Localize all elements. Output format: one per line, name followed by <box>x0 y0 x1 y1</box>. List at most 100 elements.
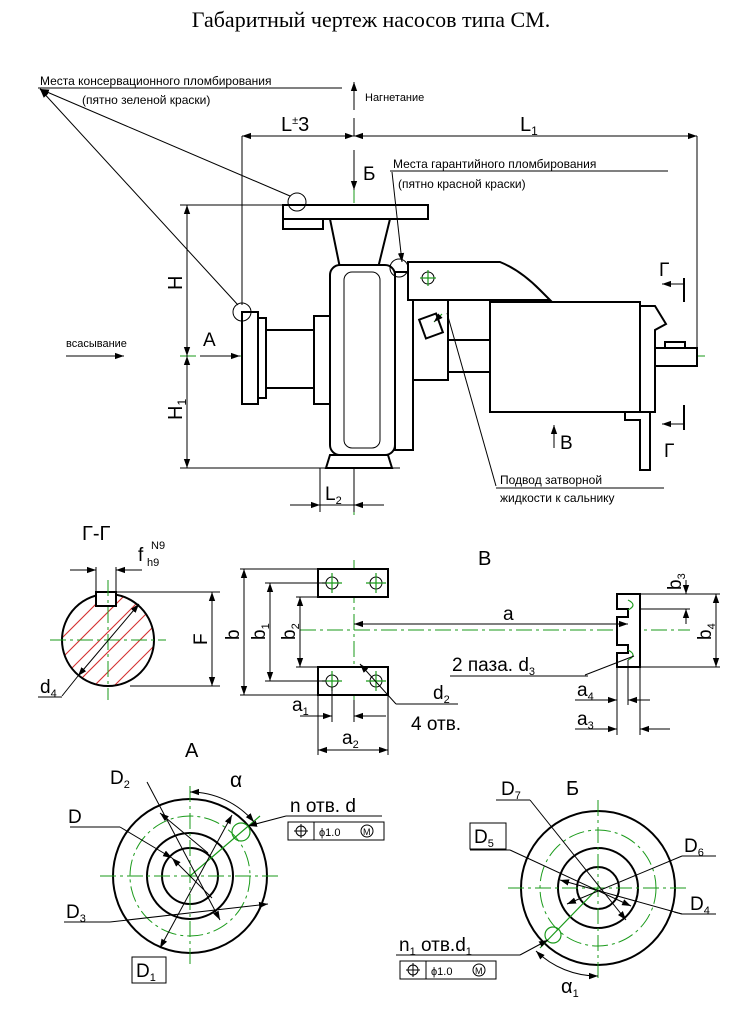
conservation-seal-label: Места консервационного пломбирования <box>40 74 272 88</box>
suction-label: всасывание <box>66 338 127 350</box>
position-tolerance-frame: ϕ1.0 M <box>287 821 385 841</box>
view-a: А α D2 D D3 D1 n отв. <box>64 740 385 984</box>
dim-b1-label: b1 <box>249 623 272 640</box>
D3-label: D3 <box>66 902 86 925</box>
bolt-hole <box>231 822 251 842</box>
section-mark-bottom: Г <box>664 441 674 462</box>
fit-label: f <box>138 545 144 566</box>
D4-leader <box>559 879 683 915</box>
view-v-marker: В <box>560 433 573 454</box>
sealing-fluid-label-1: Подвод затворной <box>500 473 602 487</box>
holes-callout: n отв. d <box>290 796 356 817</box>
slots-leader <box>584 655 635 676</box>
fit-lower: h9 <box>147 557 159 569</box>
bolt-hole-axis <box>189 815 261 877</box>
view-b-title: Б <box>566 778 579 800</box>
discharge-neck <box>328 218 392 269</box>
main-view: Места консервационного пломбирования (пя… <box>38 74 705 515</box>
view-b-marker: Б <box>363 164 375 185</box>
shaft-key <box>664 341 686 349</box>
section-gg-title: Г-Г <box>82 523 110 545</box>
alpha1-arc <box>535 950 599 980</box>
discharge-flange-lip <box>282 218 324 230</box>
D2-label: D2 <box>110 768 130 791</box>
D2-leader <box>146 781 221 921</box>
D7-leader <box>529 799 627 921</box>
discharge-holes-callout: n1 отв.d1 <box>399 935 472 958</box>
view-v-title: В <box>478 548 491 570</box>
D4-tick <box>673 911 683 915</box>
conservation-seal-mark-top <box>287 192 307 212</box>
sealing-fluid-arrow <box>433 313 443 323</box>
alpha-label: α <box>230 769 242 792</box>
view-b: Б α1 D7 D5 D6 D4 <box>396 778 716 1000</box>
frame-foot-plan <box>616 593 641 668</box>
dim-b2-label: b2 <box>279 623 302 640</box>
bracket-arm <box>407 261 553 301</box>
pump-casing <box>329 264 396 456</box>
D5-leader <box>509 849 632 907</box>
discharge-position-tolerance-frame: ϕ1.0 M <box>399 960 497 980</box>
dim-a2-label: a2 <box>342 728 359 751</box>
d4-leader <box>61 675 79 697</box>
suction-flange-hub <box>257 317 267 399</box>
dim-d4-line <box>77 603 140 677</box>
d2-leader <box>359 663 397 705</box>
seal-housing <box>412 297 449 381</box>
dim-a4-label: a4 <box>577 680 594 703</box>
D5-frame <box>469 822 507 850</box>
dim-H-label: H <box>165 276 187 290</box>
holes-leader <box>247 815 287 827</box>
D-label: D <box>68 807 82 828</box>
warranty-leader <box>391 171 405 263</box>
dim-b3-label: b3 <box>665 573 688 590</box>
discharge-tol-mod: M <box>475 966 483 976</box>
dim-a-label: a <box>503 604 514 625</box>
discharge-tol-value: ϕ1.0 <box>431 966 452 978</box>
D1-frame <box>131 956 167 984</box>
D1-leader <box>159 814 233 949</box>
casing-foot <box>324 454 394 469</box>
drawing-title: Габаритный чертеж насосов типа СМ. <box>192 7 550 32</box>
D2-pointer <box>159 812 209 854</box>
conservation-leader-1 <box>39 88 291 197</box>
tol-mod: M <box>363 827 371 837</box>
view-a-title: А <box>185 740 199 762</box>
warranty-seal-note: (пятно красной краски) <box>398 177 526 191</box>
slot-arc-lower <box>627 649 634 661</box>
dim-L-label: L±3 <box>281 114 309 136</box>
warranty-seal-label: Места гарантийного пломбирования <box>393 157 596 171</box>
frame-foot <box>624 411 651 471</box>
sealing-fluid-label-2: жидкости к сальнику <box>500 491 615 505</box>
dim-b-label: b <box>223 629 244 640</box>
dim-H1-label: H1 <box>165 399 189 420</box>
dim-d4-label: d4 <box>40 677 57 700</box>
D7-label: D7 <box>501 779 521 802</box>
discharge-label: Нагнетание <box>365 92 424 104</box>
slots-label: 2 паза. d3 <box>452 655 535 678</box>
D1-label: D1 <box>136 961 156 984</box>
sealing-fluid-leader <box>446 312 497 487</box>
view-v: В b b1 b2 <box>223 548 720 755</box>
discharge-bolt-hole <box>544 926 562 944</box>
casing-inner <box>343 271 381 449</box>
bearing-frame <box>489 301 641 413</box>
view-a-marker: А <box>203 330 216 351</box>
dim-a3-label: a3 <box>577 709 594 732</box>
D6-label: D6 <box>684 836 704 859</box>
slot-arc-upper <box>627 599 634 611</box>
suction-flange <box>241 311 259 405</box>
dim-F-label: F <box>191 633 212 645</box>
suction-pipe <box>265 329 315 389</box>
holes-label: 4 отв. <box>411 714 461 735</box>
keyway <box>95 591 117 607</box>
D6-leader <box>566 855 683 905</box>
dim-a1-label: a1 <box>292 695 309 718</box>
section-mark-top: Г <box>659 260 669 281</box>
discharge-holes-leader <box>519 939 549 956</box>
D5-label: D5 <box>474 827 494 850</box>
discharge-bolt-axis <box>539 887 599 949</box>
fit-upper: N9 <box>151 540 165 552</box>
alpha-arc <box>189 788 255 823</box>
conservation-leader-2 <box>39 88 239 306</box>
